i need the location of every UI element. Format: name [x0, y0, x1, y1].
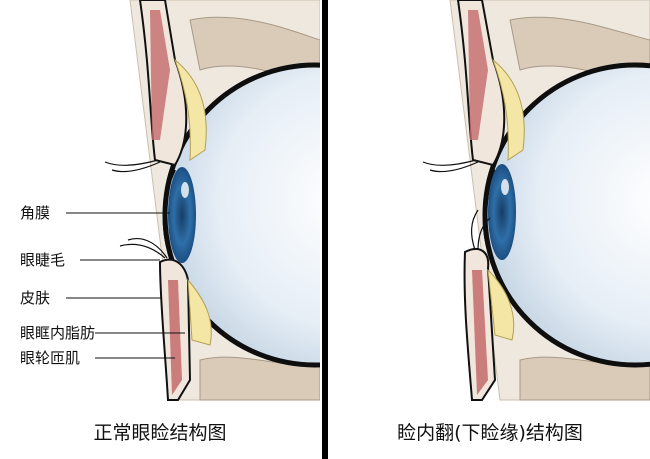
iris — [488, 164, 516, 260]
label-cornea: 角膜 — [20, 204, 51, 222]
entropion-panel: 睑内翻(下睑缘)结构图 — [330, 0, 650, 459]
normal-eyelid-illustration — [66, 0, 320, 401]
iris — [168, 167, 196, 263]
label-orbital-fat: 眼眶内脂肪 — [20, 324, 96, 342]
normal-eyelid-panel: 角膜 眼睫毛 皮肤 眼眶内脂肪 眼轮匝肌 正常眼睑结构图 — [0, 0, 320, 459]
label-skin: 皮肤 — [20, 289, 51, 307]
entropion-caption: 睑内翻(下睑缘)结构图 — [397, 422, 583, 444]
panel-divider — [322, 0, 328, 459]
normal-caption: 正常眼睑结构图 — [93, 422, 227, 444]
label-eyelash: 眼睫毛 — [20, 251, 66, 269]
entropion-illustration — [422, 0, 650, 401]
label-orbicularis: 眼轮匝肌 — [20, 349, 81, 367]
